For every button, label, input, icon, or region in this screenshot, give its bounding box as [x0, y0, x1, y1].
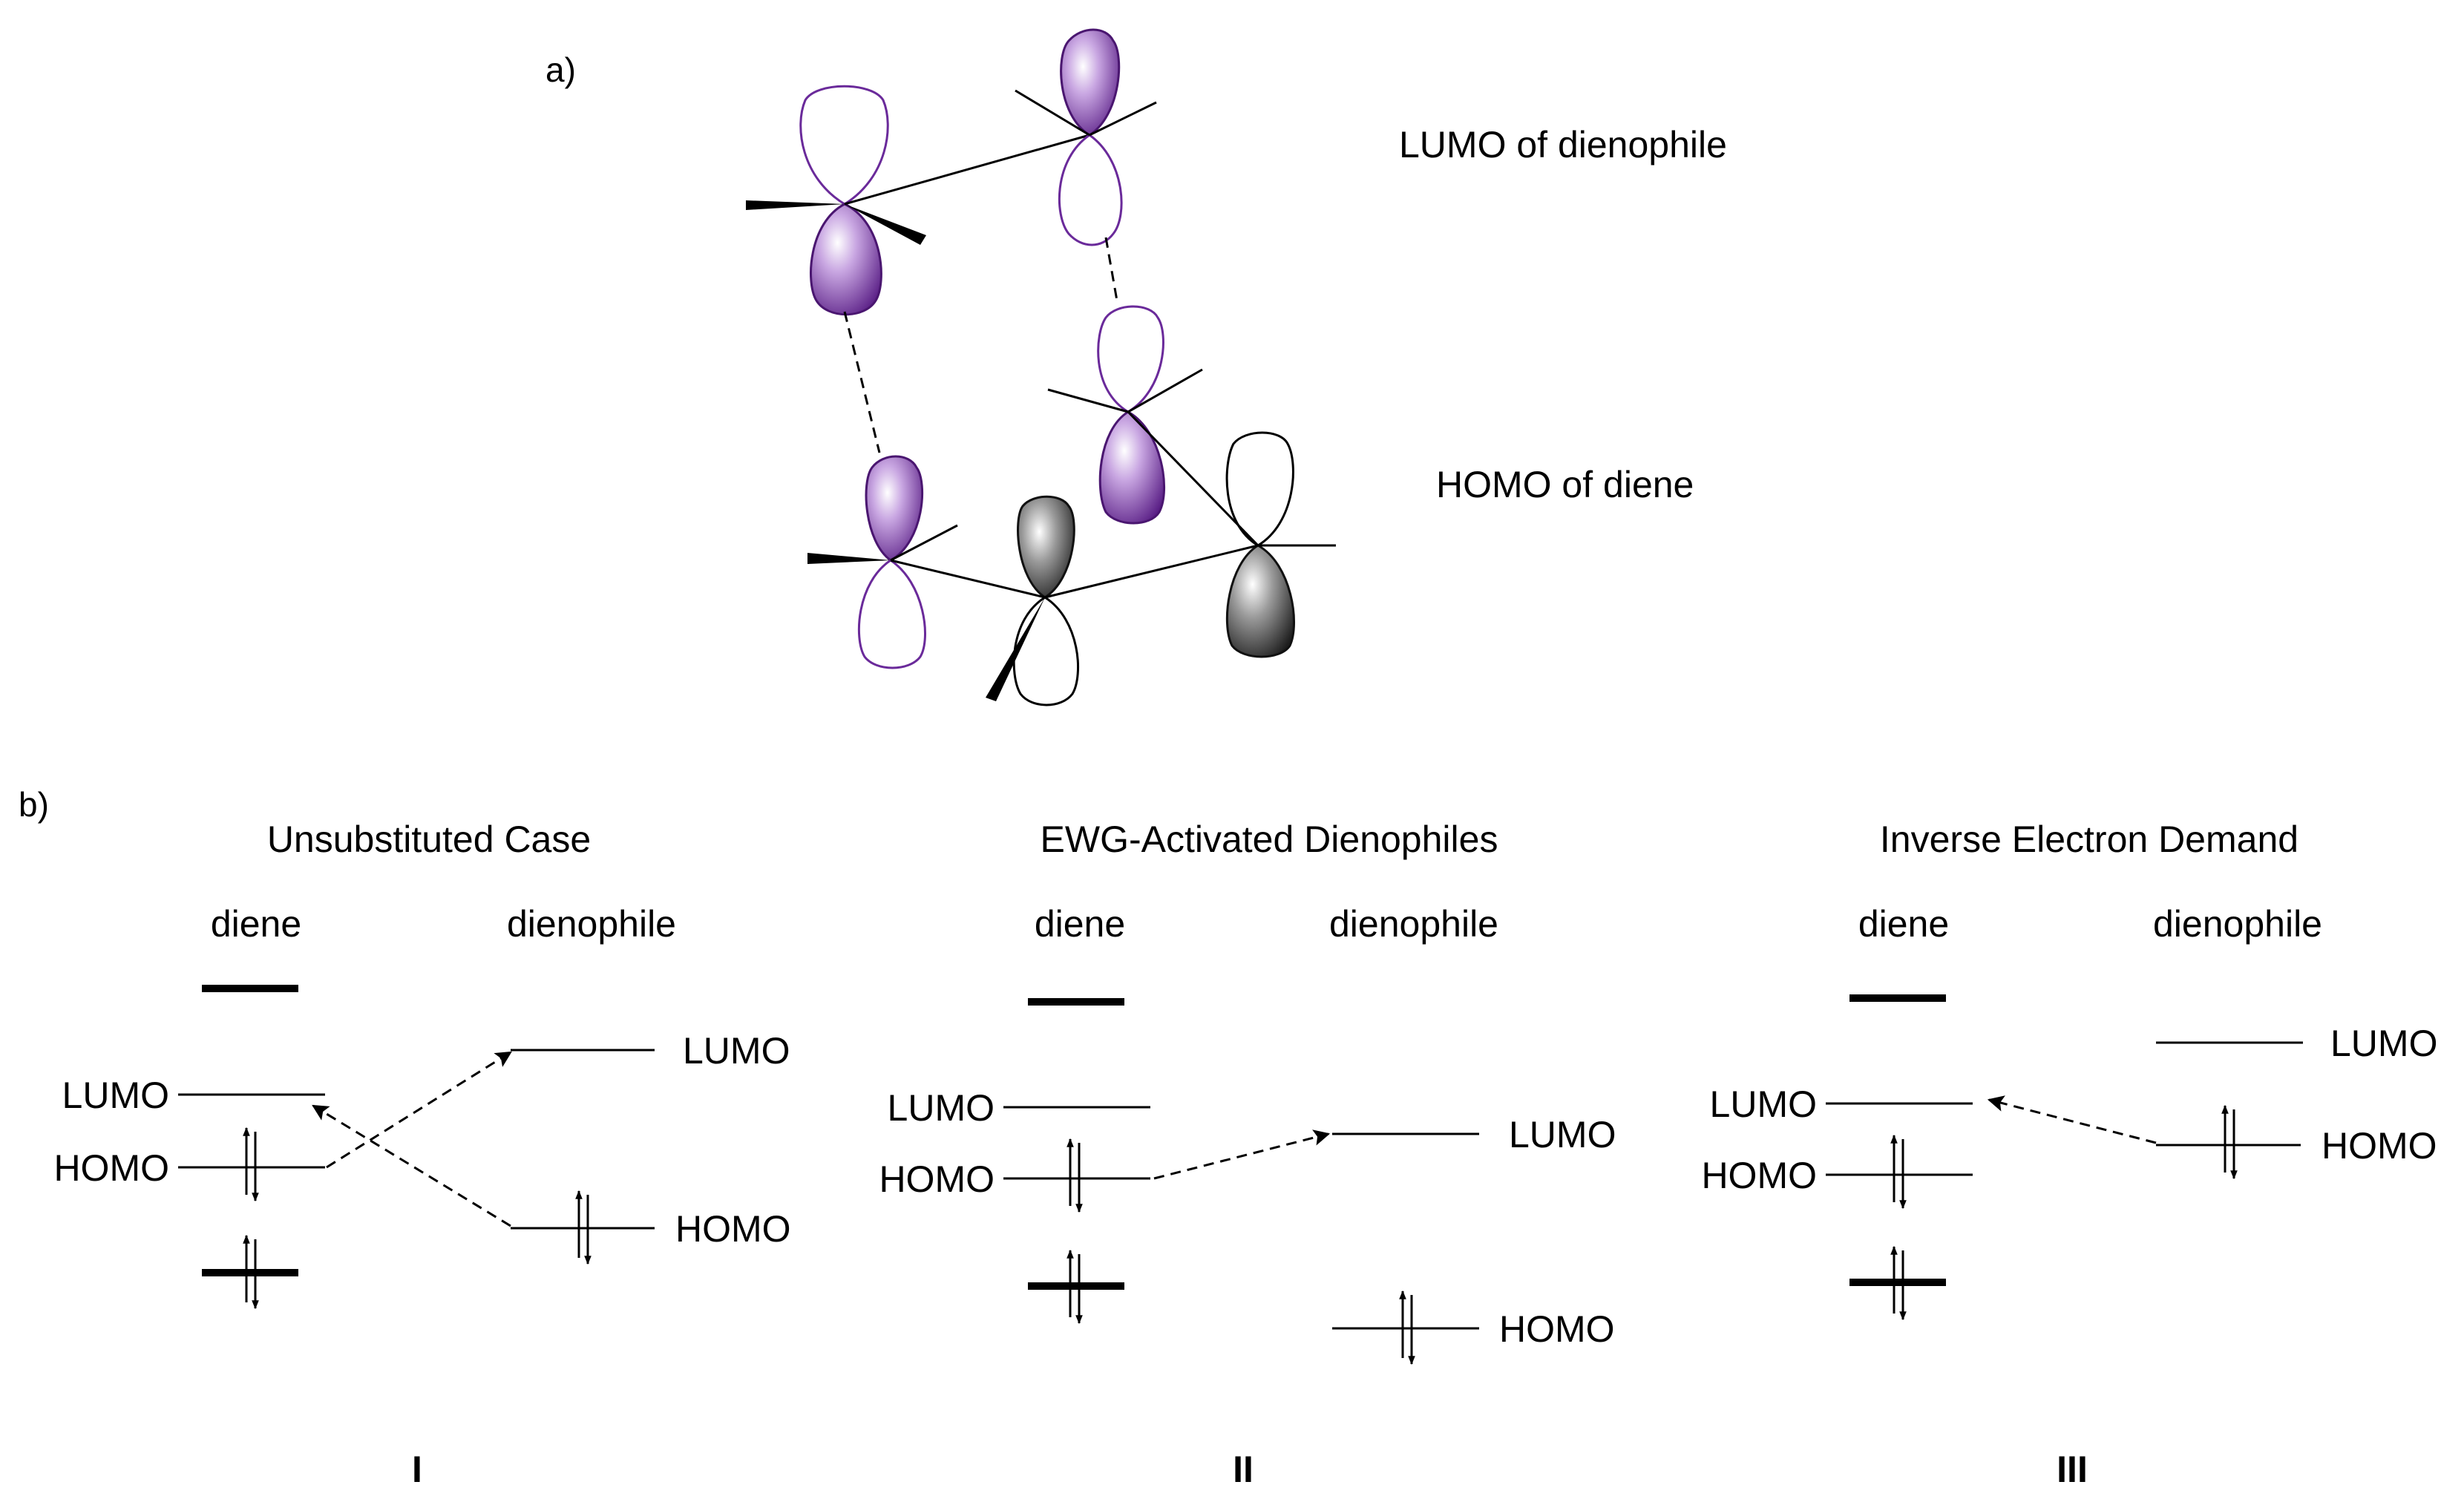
- electron-pair-icon: [1399, 1290, 1415, 1365]
- dienophile-column-label: dienophile: [507, 903, 676, 945]
- dienophile-homo-label: HOMO: [2322, 1125, 2437, 1167]
- electron-pair-icon: [243, 1126, 259, 1202]
- case-iii-diagram: Inverse Electron Demand diene dienophile…: [1701, 819, 2437, 1490]
- dienophile-column-label: dienophile: [1329, 903, 1498, 945]
- homo-lumo-interaction-arrow: [1987, 1095, 2157, 1144]
- bond-line: [890, 559, 1046, 599]
- diene-lumo-label: LUMO: [888, 1087, 995, 1129]
- lumo-of-dienophile-caption: LUMO of dienophile: [1399, 124, 1727, 165]
- panel-a-label: a): [545, 50, 576, 89]
- case-numeral: III: [2057, 1449, 2088, 1490]
- bond-line: [890, 524, 958, 562]
- p-orbital-lobe: [857, 559, 926, 669]
- p-orbital-lobe-shaded: [1098, 410, 1165, 525]
- diene-lumo-label: LUMO: [1710, 1083, 1817, 1125]
- electron-pair-icon: [1890, 1134, 1907, 1210]
- electron-pair-icon: [243, 1234, 259, 1310]
- diene-molecule: [807, 305, 1336, 706]
- diene-homo-label: HOMO: [879, 1158, 995, 1200]
- dienophile-lumo-label: LUMO: [683, 1030, 790, 1072]
- panel-b-label: b): [19, 785, 49, 824]
- orbital-overlap-dash: [1104, 237, 1118, 301]
- bond-line: [1047, 388, 1129, 413]
- case-title: Unsubstituted Case: [267, 819, 591, 860]
- wedge-bond: [807, 553, 891, 564]
- case-numeral: II: [1233, 1449, 1254, 1490]
- p-orbital-lobe-shaded: [810, 203, 882, 316]
- case-title: Inverse Electron Demand: [1880, 819, 2298, 860]
- p-orbital-lobe: [1097, 305, 1164, 413]
- case-i-diagram: Unsubstituted Case diene dienophile LUMO…: [53, 819, 790, 1490]
- p-orbital-lobe: [1225, 431, 1294, 547]
- dienophile-molecule: [746, 28, 1157, 316]
- p-orbital-lobe: [799, 85, 889, 206]
- diene-column-label: diene: [211, 903, 301, 945]
- homo-lumo-interaction-arrow: [312, 1104, 511, 1227]
- wedge-bond: [845, 204, 926, 245]
- bond-line: [1089, 101, 1157, 137]
- p-orbital-lobe-shaded: [865, 455, 924, 562]
- diene-homo-label: HOMO: [1701, 1155, 1817, 1196]
- wedge-bond: [986, 597, 1045, 701]
- bond-line: [1015, 89, 1090, 137]
- dienophile-homo-label: HOMO: [1499, 1308, 1615, 1350]
- case-numeral: I: [412, 1449, 422, 1490]
- electron-pair-icon: [1066, 1249, 1083, 1325]
- homo-lumo-interaction-arrow: [1153, 1129, 1331, 1180]
- electron-pair-icon: [575, 1190, 592, 1265]
- p-orbital-lobe-shaded: [1017, 495, 1075, 599]
- bond-line: [1127, 410, 1259, 547]
- diene-homo-label: HOMO: [53, 1147, 169, 1189]
- panel-b: b) Unsubstituted Case diene dienophile L…: [19, 785, 2437, 1490]
- case-title: EWG-Activated Dienophiles: [1041, 819, 1498, 860]
- panel-a: a) LUMO of dienophile: [545, 28, 1727, 706]
- dienophile-column-label: dienophile: [2153, 903, 2322, 945]
- electron-pair-icon: [1066, 1138, 1083, 1213]
- orbital-overlap-dash: [843, 311, 881, 453]
- p-orbital-lobe-shaded: [1060, 28, 1121, 137]
- homo-lumo-interaction-arrow: [326, 1051, 512, 1169]
- electron-pair-icon: [1890, 1245, 1907, 1321]
- p-orbital-lobe: [1012, 596, 1080, 706]
- dienophile-homo-label: HOMO: [675, 1208, 791, 1250]
- bond-line: [1044, 544, 1259, 599]
- case-ii-diagram: EWG-Activated Dienophiles diene dienophi…: [879, 819, 1616, 1490]
- bond-line: [844, 134, 1090, 206]
- bond-line: [1127, 368, 1203, 413]
- p-orbital-lobe-shaded: [1225, 544, 1295, 658]
- p-orbital-lobe: [1058, 134, 1123, 246]
- wedge-bond: [746, 200, 845, 210]
- diene-column-label: diene: [1035, 903, 1125, 945]
- dienophile-lumo-label: LUMO: [2330, 1023, 2437, 1064]
- dienophile-lumo-label: LUMO: [1509, 1114, 1616, 1155]
- diene-column-label: diene: [1858, 903, 1949, 945]
- electron-pair-icon: [2221, 1104, 2238, 1180]
- diene-lumo-label: LUMO: [62, 1075, 169, 1116]
- homo-of-diene-caption: HOMO of diene: [1436, 464, 1694, 505]
